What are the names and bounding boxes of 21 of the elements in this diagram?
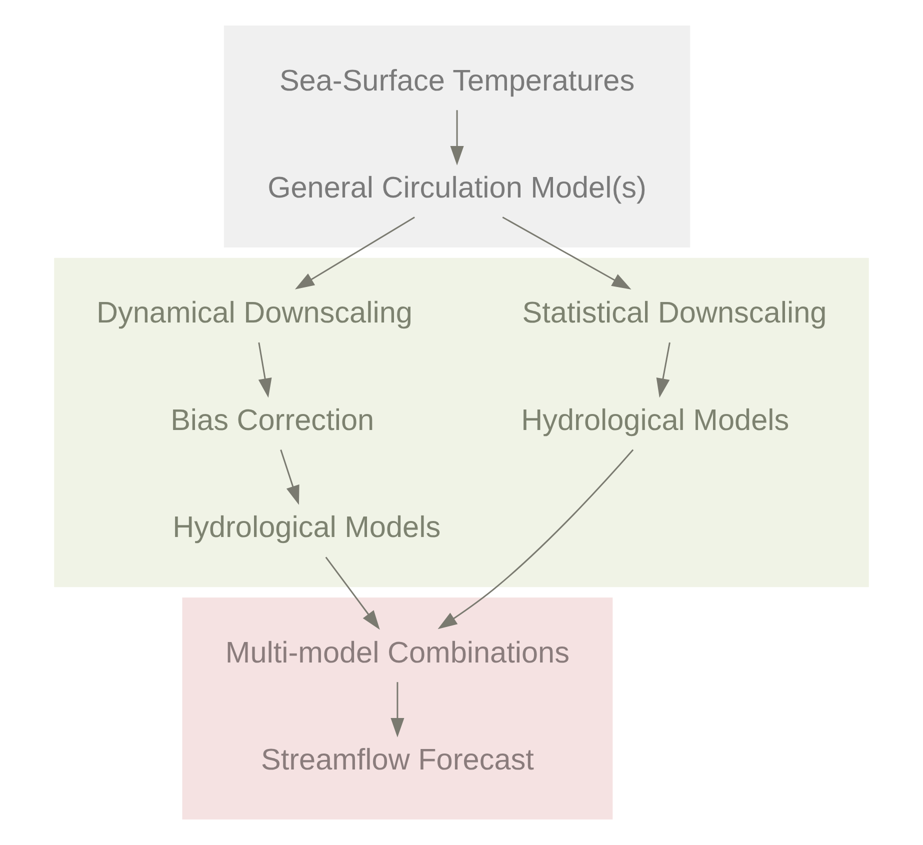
arrow (258, 342, 272, 398)
arrow (438, 449, 634, 630)
node-text: Bias Correction (170, 404, 374, 437)
cluster (182, 598, 613, 820)
node-text: General Circulation Model(s) (268, 172, 646, 205)
arrow (450, 110, 464, 166)
node-text: Dynamical Downscaling (96, 296, 412, 330)
node-text: Sea-Surface Temperatures (279, 64, 635, 98)
arrow (390, 682, 404, 738)
node-text: Hydrological Models (172, 511, 441, 544)
node-text: Streamflow Forecast (260, 744, 534, 777)
arrow (325, 556, 380, 630)
cluster (224, 26, 690, 248)
node-text: Statistical Downscaling (522, 296, 827, 330)
arrow (502, 216, 632, 290)
arrow (294, 216, 415, 290)
cluster (54, 258, 869, 588)
node-text: Multi-model Combinations (225, 636, 570, 670)
node-text: Hydrological Models (521, 404, 790, 437)
arrow (280, 450, 300, 505)
arrow (656, 342, 670, 398)
